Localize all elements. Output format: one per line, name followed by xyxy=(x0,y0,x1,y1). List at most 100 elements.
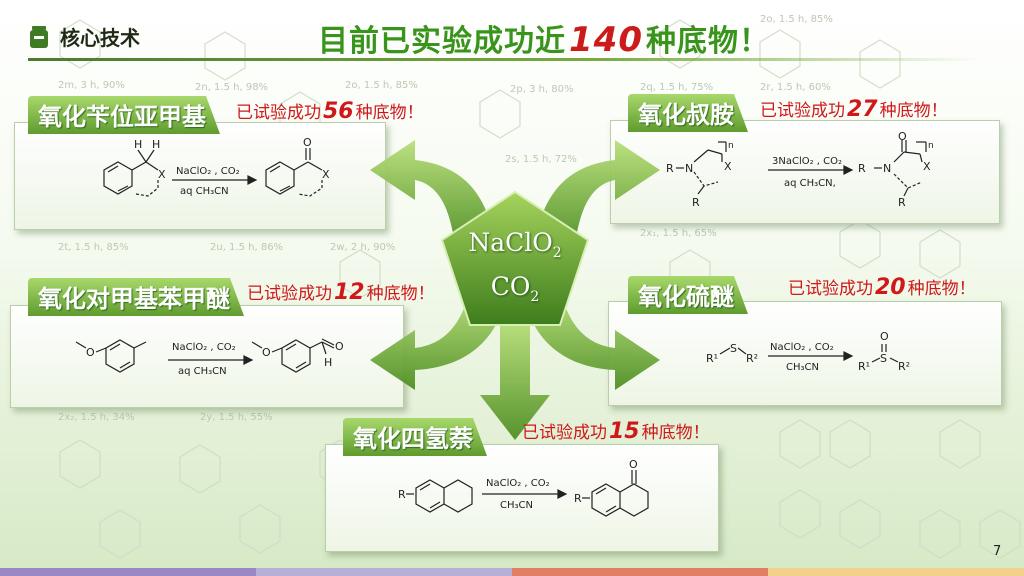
atom-r: R xyxy=(692,196,700,209)
atom-s: S xyxy=(880,352,887,365)
bg-label: 2x₁, 1.5 h, 65% xyxy=(640,228,717,239)
center-pentagon xyxy=(440,190,590,326)
arrow-down xyxy=(480,320,550,440)
arrow-upper-right xyxy=(535,140,660,245)
atom-h: H xyxy=(134,138,142,151)
bg-label: 2o, 1.5 h, 85% xyxy=(345,80,418,91)
bg-label: 2w, 2 h, 90% xyxy=(330,242,395,253)
atom-o: O xyxy=(629,458,638,471)
atom-o: O xyxy=(880,330,889,343)
tag-tetralin: 氧化四氢萘 xyxy=(343,418,487,456)
tag-methyl-ether: 氧化对甲基苯甲醚 xyxy=(28,278,244,316)
bookmark-icon xyxy=(30,25,48,48)
atom-x: X xyxy=(724,160,732,173)
tag-benzylic: 氧化苄位亚甲基 xyxy=(28,96,220,134)
footer-segment xyxy=(768,568,1024,576)
bg-label: 2p, 3 h, 80% xyxy=(510,84,574,95)
title-number: 140 xyxy=(569,20,643,60)
atom-o: O xyxy=(335,340,344,353)
atom-r: R xyxy=(858,162,866,175)
reagent-naclo: NaClO xyxy=(468,228,553,257)
footer-color-bar xyxy=(0,568,1024,576)
atom-o: O xyxy=(303,136,312,149)
tag-tert-amine: 氧化叔胺 xyxy=(628,94,748,132)
condition-bottom: aq CH₃CN xyxy=(180,186,229,197)
reaction-benzylic: H H X O X NaClO₂ , CO₂ aq CH₃CN xyxy=(103,136,330,197)
title-suffix: 种底物！ xyxy=(645,24,770,59)
atom-x: X xyxy=(158,168,166,181)
panel-sulfide xyxy=(608,301,1002,406)
condition-top: NaClO₂ , CO₂ xyxy=(172,342,236,353)
atom-n-index: n xyxy=(728,141,734,151)
condition-bottom: CH₃CN xyxy=(786,362,819,373)
atom-r2: R² xyxy=(746,352,758,365)
reaction-sulfide: R¹ S R² NaClO₂ , CO₂ CH₃CN R¹ S O R² xyxy=(706,330,910,373)
panel-tetralin xyxy=(325,444,719,552)
atom-o: O xyxy=(898,132,907,143)
panel-benzylic xyxy=(14,122,386,230)
atom-s: S xyxy=(730,342,737,355)
tag-sulfide: 氧化硫醚 xyxy=(628,276,748,314)
reaction-tetralin: R R O NaClO₂ , CO₂ CH₃CN xyxy=(398,458,649,517)
title-prefix: 目前已实验成功近 xyxy=(318,24,566,59)
header-divider xyxy=(28,58,983,61)
condition-top: NaClO₂ , CO₂ xyxy=(770,342,834,353)
arrow-upper-left xyxy=(370,140,495,245)
atom-n-index: n xyxy=(928,141,934,151)
condition-top: NaClO₂ , CO₂ xyxy=(486,478,550,489)
atom-x: X xyxy=(923,160,931,173)
section-label: 核心技术 xyxy=(60,26,140,50)
atom-r: R xyxy=(398,488,406,501)
atom-o: O xyxy=(262,346,271,359)
footer-segment xyxy=(256,568,512,576)
atom-r: R xyxy=(666,162,674,175)
footer-segment xyxy=(512,568,768,576)
atom-r1: R¹ xyxy=(706,352,718,365)
footer-segment xyxy=(0,568,256,576)
condition-bottom: aq CH₃CN xyxy=(178,366,227,377)
atom-r: R xyxy=(898,196,906,209)
reagent-co: CO xyxy=(490,272,531,301)
bg-label: 2y, 1.5 h, 55% xyxy=(200,412,273,423)
bg-label: 2x₂, 1.5 h, 34% xyxy=(58,412,135,423)
atom-r1: R¹ xyxy=(858,360,870,373)
reaction-methyl-ether: O O O H NaClO₂ , CO₂ aq CH₃CN xyxy=(75,338,344,377)
bg-label: 2r, 1.5 h, 60% xyxy=(760,82,831,93)
panel-methyl-ether xyxy=(10,305,404,408)
page-number: 7 xyxy=(993,544,1002,559)
bg-label: 2u, 1.5 h, 86% xyxy=(210,242,283,253)
atom-n: N xyxy=(685,162,693,175)
bg-label: 2q, 1.5 h, 75% xyxy=(640,82,713,93)
condition-top: 3NaClO₂ , CO₂ xyxy=(772,156,842,167)
bg-label: 2n, 1.5 h, 98% xyxy=(195,82,268,93)
bg-label: 2m, 3 h, 90% xyxy=(58,80,125,91)
reaction-tert-amine: R N X n R 3NaClO₂ , CO₂ aq CH₃CN, R N O … xyxy=(666,132,934,209)
atom-r2: R² xyxy=(898,360,910,373)
bg-label: 2t, 1.5 h, 85% xyxy=(58,242,129,253)
center-reagent: NaClO2 CO2 xyxy=(440,226,590,314)
condition-top: NaClO₂ , CO₂ xyxy=(176,166,240,177)
condition-bottom: aq CH₃CN, xyxy=(784,178,836,189)
reagent-sub: 2 xyxy=(530,289,540,305)
atom-x: X xyxy=(322,168,330,181)
panel-tert-amine xyxy=(610,120,1000,224)
header: 核心技术 xyxy=(28,22,140,51)
condition-bottom: CH₃CN xyxy=(500,500,533,511)
bg-label: 2s, 1.5 h, 72% xyxy=(505,154,577,165)
bg-label: 2o, 1.5 h, 85% xyxy=(760,14,833,25)
reagent-sub: 2 xyxy=(552,245,562,261)
atom-o: O xyxy=(86,346,95,359)
atom-h: H xyxy=(324,356,332,369)
atom-n: N xyxy=(883,162,891,175)
atom-r: R xyxy=(574,492,582,505)
atom-h: H xyxy=(152,138,160,151)
